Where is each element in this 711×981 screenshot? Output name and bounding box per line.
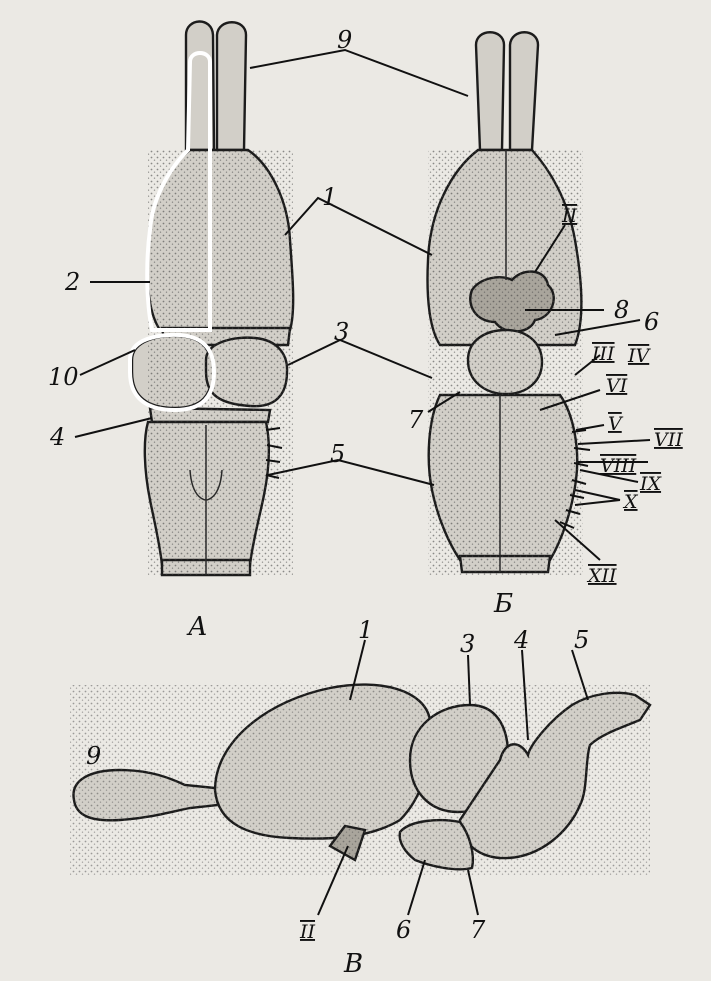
label-nerve-X: X [622,491,639,513]
label-nerve-II: II [561,205,578,227]
label-c-3: 3 [460,630,475,658]
label-c-5: 5 [574,626,589,654]
label-2: 2 [64,268,80,296]
label-1: 1 [322,183,337,211]
view-a-olfactory-bulbs [186,21,246,150]
label-8: 8 [614,296,629,324]
view-a-stippling [148,150,293,575]
label-nerve-XII: XII [586,565,617,587]
label-9: 9 [337,26,352,54]
view-c-lateral [70,685,650,875]
view-c-stippling [70,685,650,875]
label-c-4: 4 [513,626,529,654]
label-7: 7 [408,406,424,434]
label-view-c: В [343,949,363,979]
label-10: 10 [48,363,79,391]
label-nerve-III: III [591,343,615,365]
label-c-7: 7 [470,916,486,944]
label-nerve-IV: IV [627,345,652,367]
label-nerve-VII: VII [654,429,683,451]
label-nerve-V: V [608,413,624,435]
label-nerve-VIII: VIII [600,455,637,477]
label-4: 4 [49,423,65,451]
label-5: 5 [330,440,345,468]
label-3: 3 [334,318,349,346]
label-c-6: 6 [396,916,411,944]
label-c-9: 9 [86,742,101,770]
label-view-b: Б [493,589,513,619]
label-c-nerve-II: II [299,921,316,943]
label-c-1: 1 [358,616,373,644]
label-nerve-VI: VI [606,375,628,397]
label-6: 6 [644,308,659,336]
label-nerve-IX: IX [639,473,663,495]
label-view-a: А [186,612,208,642]
